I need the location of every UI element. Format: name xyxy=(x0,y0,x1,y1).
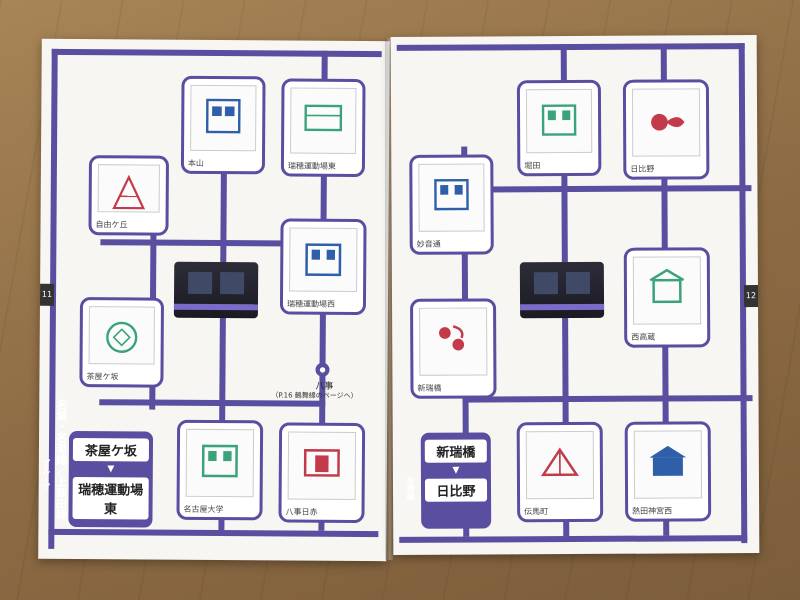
stamp-box: 茶屋ケ坂 xyxy=(79,297,165,388)
stamp-caption: 名古屋大学 xyxy=(183,504,224,515)
stamp-box: 妙音通 xyxy=(409,154,494,255)
subway-train-photo xyxy=(519,261,605,319)
stamp-caption: 日比野 xyxy=(630,164,655,174)
stamp-caption: 妙音通 xyxy=(416,239,441,249)
stamp-caption: 本山 xyxy=(187,158,204,168)
stamp-caption: 茶屋ケ坂 xyxy=(86,372,119,382)
page-number-tab: 12 xyxy=(743,285,759,308)
stamp-box: 伝馬町 xyxy=(516,421,604,523)
stamp-box: 本山 xyxy=(180,75,266,175)
route-panel: 新瑞橋 ▼ 日比野 xyxy=(420,432,492,529)
stamp-box: 堀田 xyxy=(516,79,602,177)
stamp-box: 名古屋大学 xyxy=(176,419,264,521)
stamp-caption: 瑞穂運動場東 xyxy=(287,161,336,171)
group-subtitle: グループ xyxy=(41,458,51,491)
right-page: 12 堀田 日比野 妙音通 西高蔵 新瑞橋 伝馬町 熱田神宮西 新瑞橋 ▼ 日比… xyxy=(390,35,760,555)
route-from: 新瑞橋 xyxy=(424,439,487,463)
route-side-label: 名港線 xyxy=(405,476,416,501)
stamp-caption: 瑞穂運動場西 xyxy=(286,299,336,309)
route-to: 瑞穂運動場東 xyxy=(72,477,149,520)
stamp-caption: 堀田 xyxy=(524,161,541,171)
page-number-tab: 11 xyxy=(39,283,55,306)
yagoto-note: （P.16 鶴舞線のページへ） xyxy=(271,391,358,401)
stamp-box: 熱田神宮西 xyxy=(624,421,712,522)
stamp-box: 瑞穂運動場西 xyxy=(279,218,367,316)
route-to: 日比野 xyxy=(424,478,488,502)
stamp-box: 西高蔵 xyxy=(623,247,711,348)
stamp-caption: 新瑞橋 xyxy=(417,383,442,393)
stamp-box: 新瑞橋 xyxy=(410,298,497,399)
stamp-caption: 八事日赤 xyxy=(285,507,318,517)
group-title: 名城・名港線／上飯田線 xyxy=(54,398,69,520)
route-panel: 茶屋ケ坂 ▼ 瑞穂運動場東 xyxy=(68,430,154,528)
stamp-box: 日比野 xyxy=(622,79,710,180)
stamp-caption: 西高蔵 xyxy=(631,332,656,342)
stamp-box: 自由ケ丘 xyxy=(88,155,170,236)
stamp-caption: 熱田神宮西 xyxy=(632,506,673,516)
book-gutter xyxy=(385,38,395,560)
arrow-down-icon: ▼ xyxy=(107,464,115,475)
left-page: 11 本山 瑞穂運動場東 自由ケ丘 瑞穂運動場西 茶屋ケ坂 名古屋大学 八事日赤… xyxy=(38,38,390,562)
stamp-box: 瑞穂運動場東 xyxy=(280,78,366,178)
route-from: 茶屋ケ坂 xyxy=(72,438,150,462)
stamp-box: 八事日赤 xyxy=(278,422,366,524)
stamp-caption: 自由ケ丘 xyxy=(95,220,128,230)
stamp-caption: 伝馬町 xyxy=(524,507,549,517)
subway-train-photo xyxy=(173,261,259,319)
arrow-down-icon: ▼ xyxy=(452,465,460,476)
yagoto-station-marker: ● xyxy=(315,362,330,377)
